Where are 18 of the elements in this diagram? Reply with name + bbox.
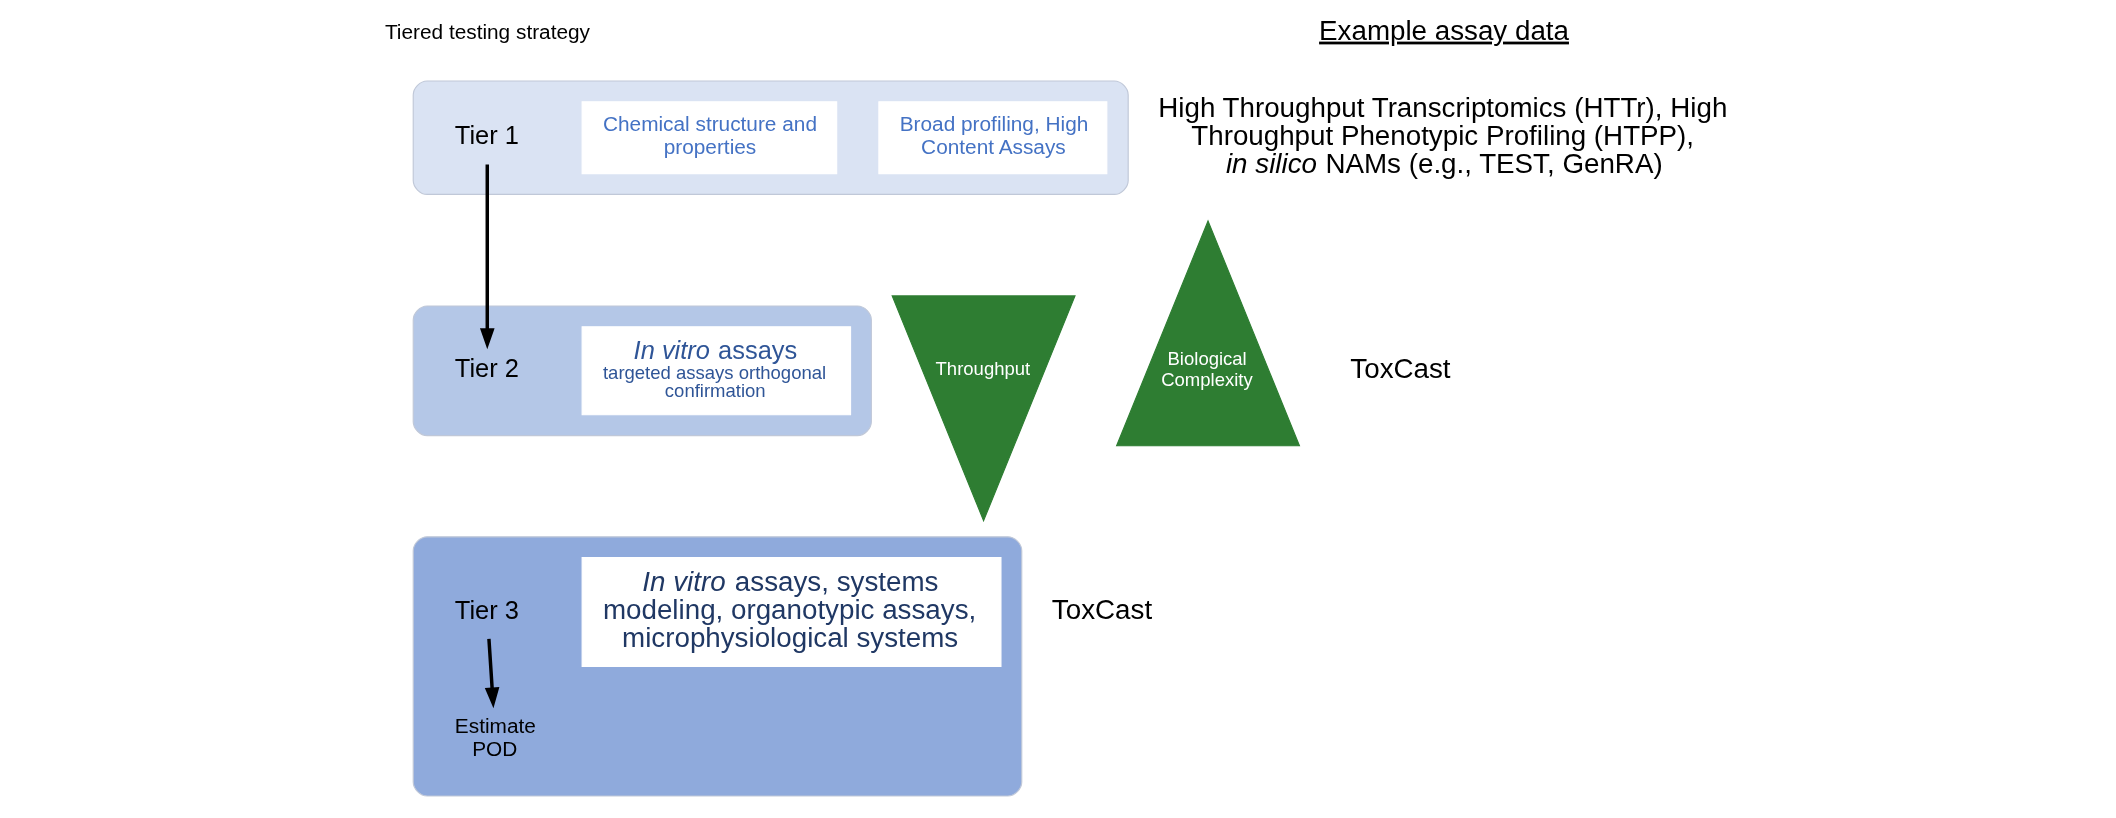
node-text: Tier 3: [454, 595, 519, 624]
label: Example assay data: [1318, 14, 1569, 46]
label: ToxCast: [1349, 352, 1451, 384]
arrow: [484, 638, 499, 709]
node-text: Tier 1: [454, 121, 519, 150]
node-box: In vitro assays targeted assays orthogonal confirmation: [581, 326, 851, 416]
cluster: [412, 305, 872, 437]
cluster: [412, 80, 1129, 195]
label: Tiered testing strategy: [384, 19, 590, 43]
node-text: Tier 2: [454, 354, 519, 383]
node-box: Broad profiling, High Content Assays: [877, 101, 1107, 175]
node-box: In vitro assays, systems modeling, organotypic assays, microphysiological systems: [581, 557, 1002, 667]
arrow: [479, 164, 495, 350]
label: ToxCast: [1051, 594, 1152, 626]
node-box: Chemical structure and properties: [581, 101, 837, 175]
node-text: Estimate POD: [454, 713, 536, 760]
cluster: [412, 536, 1022, 797]
label: High Throughput Transcriptomics (HTTr), High Throughput Phenotypic Profiling (HTPP), in silico NAMs (e.g., TEST, GenRA): [1157, 92, 1727, 179]
